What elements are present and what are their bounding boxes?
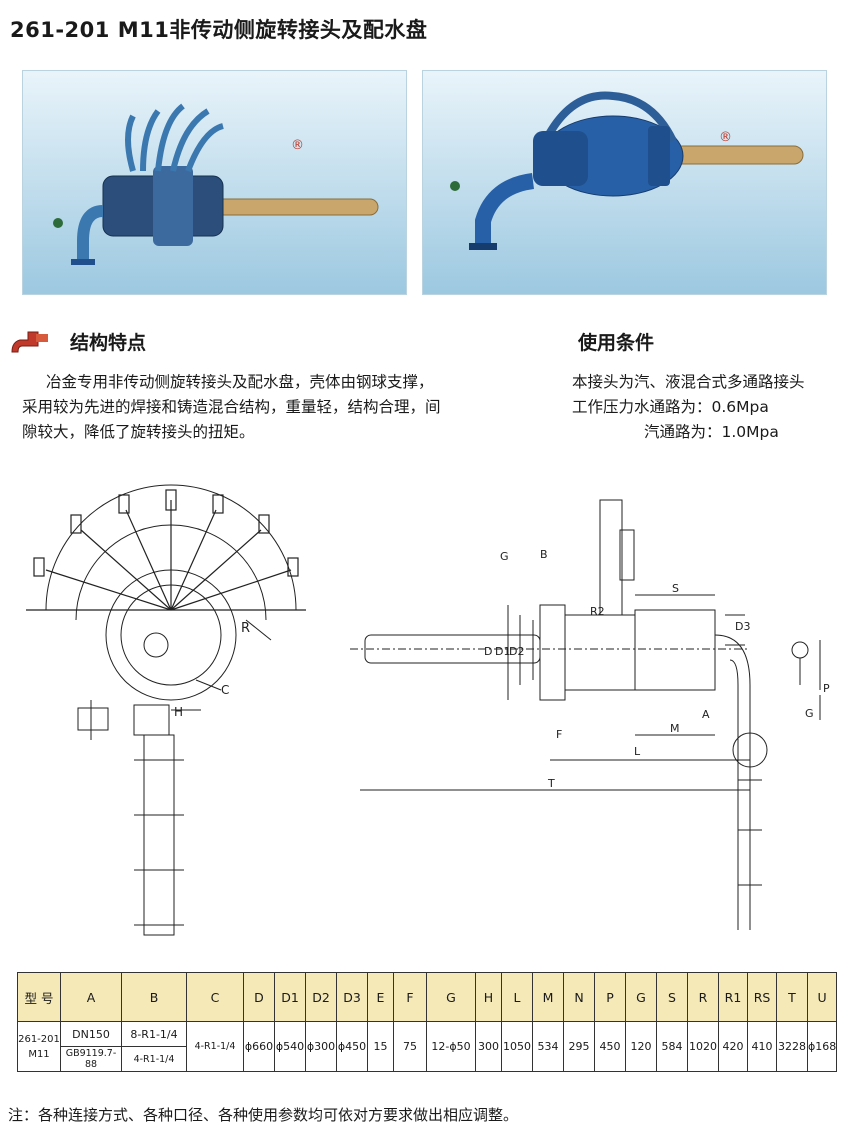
conditions-line: 汽通路为：1.0Mpa	[644, 423, 779, 441]
table-header-cell: G	[426, 972, 476, 1022]
product-thumbnail-icon	[8, 322, 52, 360]
drawing-label: G	[500, 550, 509, 563]
table-header-cell: RS	[747, 972, 777, 1022]
drawing-label: M	[670, 722, 680, 735]
table-row: GB9119.7-88 4-R1-1/4	[18, 1046, 837, 1072]
table-cell: 295	[563, 1021, 595, 1072]
model-line: 261-201	[18, 1033, 60, 1045]
features-line: 冶金专用非传动侧旋转接头及配水盘，壳体由钢球支撑，	[46, 373, 434, 391]
table-cell: 1050	[501, 1021, 533, 1072]
product-photo-left: ®	[22, 70, 407, 295]
drawing-label: D	[484, 645, 492, 658]
drawing-label: T	[547, 777, 555, 790]
table-header-cell: D	[243, 972, 275, 1022]
svg-text:®: ®	[291, 138, 304, 153]
table-header-cell: R	[687, 972, 719, 1022]
conditions-heading: 使用条件	[578, 332, 655, 354]
drawing-label: D1	[495, 645, 510, 658]
table-cell: 1020	[687, 1021, 719, 1072]
table-cell: 4-R1-1/4	[186, 1021, 244, 1072]
svg-text:®: ®	[719, 130, 732, 145]
table-row: 261-201 M11 DN150 8-R1-1/4 4-R1-1/4 ϕ660…	[17, 1021, 838, 1072]
drawing-label: A	[702, 708, 710, 721]
features-line: 隙较大，降低了旋转接头的扭矩。	[22, 423, 255, 441]
table-header-cell: D2	[305, 972, 337, 1022]
drawing-label: P	[823, 682, 830, 695]
drawing-label: C	[221, 683, 229, 697]
drawing-label: H	[174, 705, 183, 719]
table-header-cell: M	[532, 972, 564, 1022]
features-line: 采用较为先进的焊接和铸造混合结构，重量轻，结构合理，间	[22, 398, 441, 416]
table-cell: ϕ450	[336, 1021, 368, 1072]
table-cell: 75	[393, 1021, 427, 1072]
table-header-cell: T	[776, 972, 808, 1022]
table-header-cell: U	[806, 972, 838, 1022]
conditions-text: 本接头为汽、液混合式多通路接头 工作压力水通路为：0.6Mpa 汽通路为：1.0…	[572, 370, 862, 445]
table-header-cell: G	[625, 972, 657, 1022]
table-cell: ϕ660	[243, 1021, 275, 1072]
rotary-joint-illustration: ®	[450, 91, 804, 250]
table-header-cell: 型 号	[17, 972, 61, 1022]
table-header-cell: A	[60, 972, 122, 1022]
table-cell: 12-ϕ50	[426, 1021, 476, 1072]
table-cell: 300	[475, 1021, 502, 1072]
table-cell: 3228	[776, 1021, 808, 1072]
rotary-joint-illustration: ®	[53, 103, 379, 265]
drawing-label: D2	[509, 645, 524, 658]
table-cell: ϕ300	[305, 1021, 337, 1072]
table-cell: 450	[594, 1021, 626, 1072]
table-header-cell: F	[393, 972, 427, 1022]
table-header-cell: H	[475, 972, 502, 1022]
table-header-cell: P	[594, 972, 626, 1022]
table-cell: 534	[532, 1021, 564, 1072]
table-header-cell: B	[121, 972, 187, 1022]
table-header-cell: C	[186, 972, 244, 1022]
table-header-cell: D3	[336, 972, 368, 1022]
table-cell: 120	[625, 1021, 657, 1072]
features-heading: 结构特点	[70, 332, 147, 354]
drawing-label: R2	[590, 605, 605, 618]
table-cell: DN150	[60, 1021, 122, 1047]
page-title: 261-201 M11非传动侧旋转接头及配水盘	[10, 18, 428, 42]
table-header-cell: S	[656, 972, 688, 1022]
model-line: M11	[28, 1048, 50, 1060]
table-cell: 584	[656, 1021, 688, 1072]
footnote: 注：各种连接方式、各种口径、各种使用参数均可依对方要求做出相应调整。	[8, 1106, 519, 1124]
table-header-cell: L	[501, 972, 533, 1022]
features-text: 冶金专用非传动侧旋转接头及配水盘，壳体由钢球支撑， 采用较为先进的焊接和铸造混合…	[22, 370, 542, 445]
conditions-line: 工作压力水通路为：0.6Mpa	[572, 398, 769, 416]
table-header-cell: D1	[274, 972, 306, 1022]
table-cell: 15	[367, 1021, 394, 1072]
table-cell: 420	[718, 1021, 748, 1072]
table-header-cell: E	[367, 972, 394, 1022]
drawing-label: D3	[735, 620, 750, 633]
side-view-drawing: G B R2 S D D1 D2 D3 P G A M F L T	[350, 470, 850, 950]
table-header-cell: N	[563, 972, 595, 1022]
drawing-label: F	[556, 728, 562, 741]
drawing-label: S	[672, 582, 679, 595]
table-cell: GB9119.7-88	[60, 1046, 122, 1072]
drawing-label: B	[540, 548, 548, 561]
table-cell: 410	[747, 1021, 777, 1072]
conditions-line: 本接头为汽、液混合式多通路接头	[572, 373, 805, 391]
model-cell: 261-201 M11	[17, 1021, 61, 1072]
table-header-cell: R1	[718, 972, 748, 1022]
table-cell: ϕ540	[274, 1021, 306, 1072]
table-cell: 8-R1-1/4	[121, 1021, 187, 1047]
front-view-drawing: R C H	[16, 470, 316, 950]
drawing-label: G	[805, 707, 814, 720]
drawing-label: R	[241, 621, 250, 636]
table-header-row: 型 号 A B C D D1 D2 D3 E F G H L M N P G S…	[17, 972, 838, 1022]
spec-table: 型 号 A B C D D1 D2 D3 E F G H L M N P G S…	[17, 972, 838, 1072]
table-cell: ϕ168	[806, 1021, 838, 1072]
table-cell: 4-R1-1/4	[121, 1046, 187, 1072]
drawing-label: L	[634, 745, 641, 758]
product-photo-right: ®	[422, 70, 827, 295]
